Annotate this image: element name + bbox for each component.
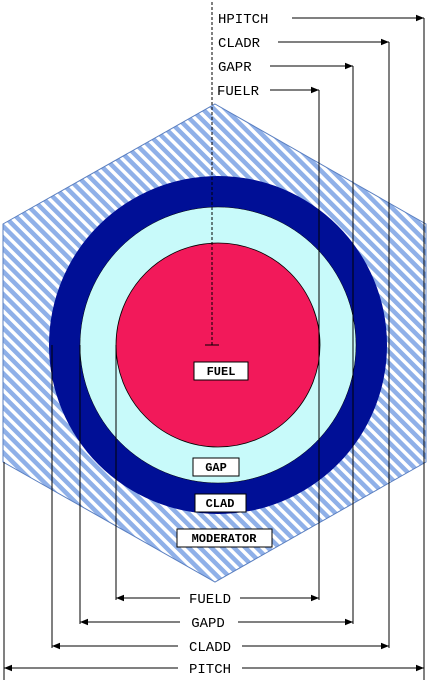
fueld-label: FUELD (189, 592, 231, 608)
diameter-labels: FUELD GAPD CLADD PITCH (189, 592, 231, 678)
radius-labels: HPITCH CLADR GAPR FUELR (217, 12, 268, 100)
gap-label: GAP (205, 461, 227, 475)
radius-dimensions (270, 14, 425, 680)
fuel-label: FUEL (207, 365, 236, 379)
pitch-label: PITCH (189, 662, 231, 678)
region-labels: FUEL GAP CLAD MODERATOR (176, 361, 273, 548)
clad-label-box (194, 493, 247, 513)
diameter-extension-lines (3, 345, 117, 680)
cladd-label: CLADD (189, 640, 231, 656)
fuel-label-box (193, 361, 249, 381)
diameter-arrows (4, 594, 424, 672)
gapr-label: GAPR (218, 60, 252, 76)
moderator-label: MODERATOR (192, 532, 258, 546)
moderator-label-box (176, 528, 273, 548)
cladr-label: CLADR (218, 36, 261, 52)
fuelr-label: FUELR (217, 84, 260, 100)
clad-label: CLAD (206, 497, 235, 511)
gapd-label: GAPD (191, 616, 225, 632)
gap-label-box (192, 457, 240, 477)
hpitch-label: HPITCH (218, 12, 268, 28)
